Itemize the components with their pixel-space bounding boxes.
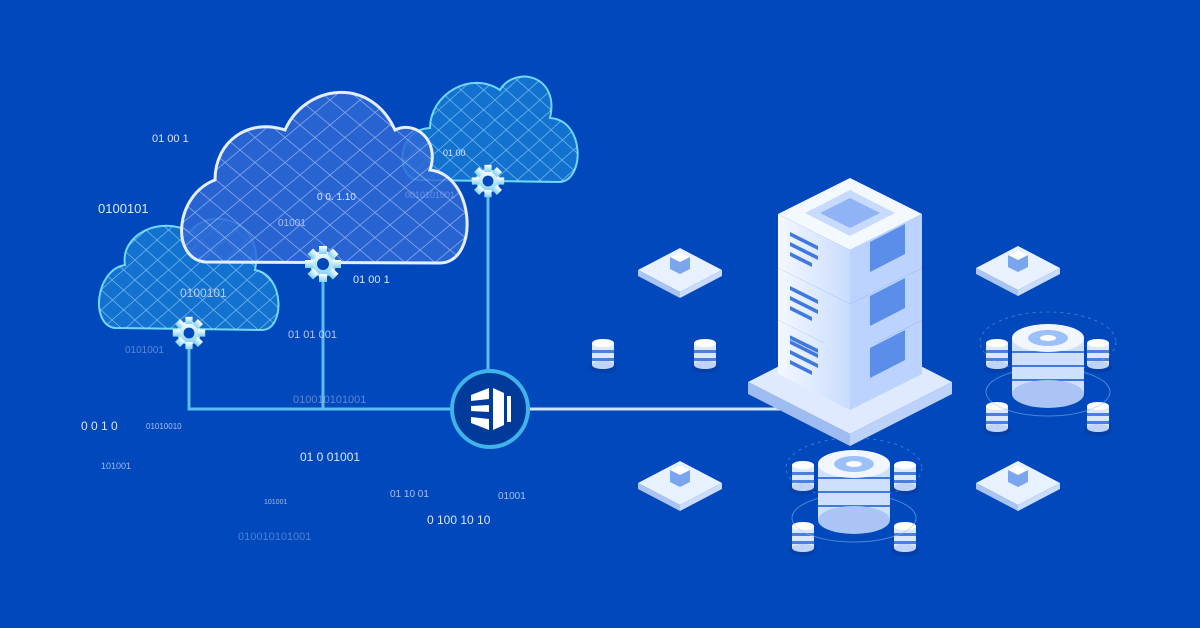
- gear-icon: [471, 164, 505, 198]
- binary-text: 01010010: [146, 422, 182, 431]
- binary-text: 01 01 001: [288, 329, 337, 341]
- database-icon: [789, 522, 817, 556]
- cloud-main: [180, 91, 469, 265]
- binary-text: 0 100 10 10: [427, 513, 491, 527]
- logo-bars-icon: [471, 388, 511, 430]
- binary-text: 0 0 1 0: [81, 419, 118, 433]
- hub-logo: [450, 369, 530, 449]
- binary-text: 101001: [264, 499, 287, 506]
- database-icon: [891, 522, 919, 556]
- binary-text: 0100101: [180, 286, 227, 300]
- database-icon: [589, 339, 617, 373]
- database-icon: [983, 402, 1011, 436]
- database-icon: [691, 339, 719, 373]
- server-tower: [748, 178, 952, 446]
- database-icon: [891, 461, 919, 495]
- binary-text: 01 00 1: [152, 133, 189, 145]
- binary-text: 0 0. 1.10: [317, 192, 356, 203]
- binary-text: 010010101001: [293, 394, 366, 406]
- gear-icon: [172, 316, 206, 350]
- binary-text: 01001: [278, 218, 306, 229]
- binary-text: 01 10 01: [390, 489, 429, 500]
- binary-text: 0010101001: [405, 190, 455, 200]
- connector-lines: [187, 192, 800, 411]
- binary-text: 0100101: [98, 201, 149, 216]
- binary-text: 01001: [498, 491, 526, 502]
- binary-texts: 01 00 1 0100101 01 00 0 0. 1.10 01001 01…: [81, 133, 526, 543]
- binary-text: 01 00 1: [353, 274, 390, 286]
- binary-text: 010010101001: [238, 531, 311, 543]
- binary-text: 01 0 01001: [300, 450, 360, 464]
- binary-text: 01 00: [443, 148, 466, 158]
- binary-text: 101001: [101, 461, 131, 471]
- database-icon: [1084, 402, 1112, 436]
- binary-text: 0101001: [125, 345, 164, 356]
- database-icon: [789, 461, 817, 495]
- database-icon: [983, 339, 1011, 373]
- gear-icon: [305, 246, 341, 282]
- cloud-right: [401, 75, 579, 184]
